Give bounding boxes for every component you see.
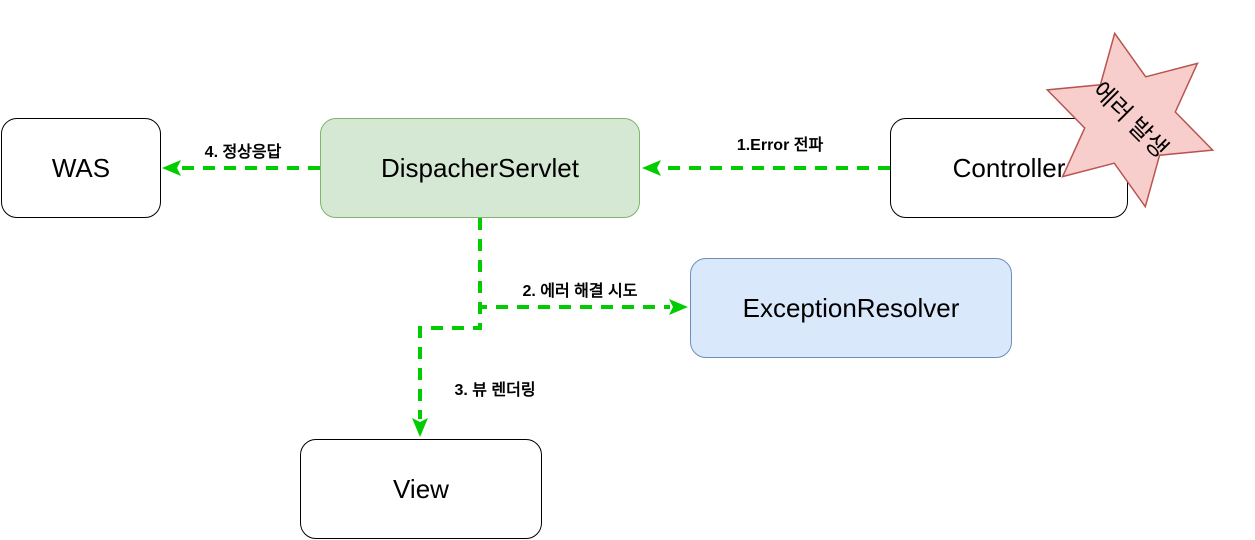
edge-error-resolve-attempt-arrowhead — [669, 299, 688, 315]
edge-normal-response-arrowhead — [162, 160, 181, 176]
node-dispatcher-servlet-label: DispacherServlet — [381, 152, 579, 183]
edge-label-normal-response: 4. 정상응답 — [202, 138, 284, 162]
node-view: View — [300, 439, 542, 539]
node-controller: Controller — [890, 118, 1128, 218]
edge-error-propagation-arrowhead — [642, 160, 661, 176]
edge-label-error-propagation: 1.Error 전파 — [734, 131, 826, 155]
edge-label-view-rendering: 3. 뷰 렌더링 — [452, 376, 538, 400]
node-was-label: WAS — [51, 152, 111, 183]
node-exception-resolver-label: ExceptionResolver — [742, 292, 960, 323]
node-view-label: View — [393, 473, 449, 504]
node-controller-label: Controller — [952, 152, 1066, 183]
node-exception-resolver: ExceptionResolver — [690, 258, 1012, 358]
edge-label-error-resolve-attempt: 2. 에러 해결 시도 — [520, 277, 640, 301]
edge-view-rendering-arrowhead — [412, 418, 428, 437]
node-dispatcher-servlet: DispacherServlet — [320, 118, 640, 218]
node-was: WAS — [1, 118, 161, 218]
